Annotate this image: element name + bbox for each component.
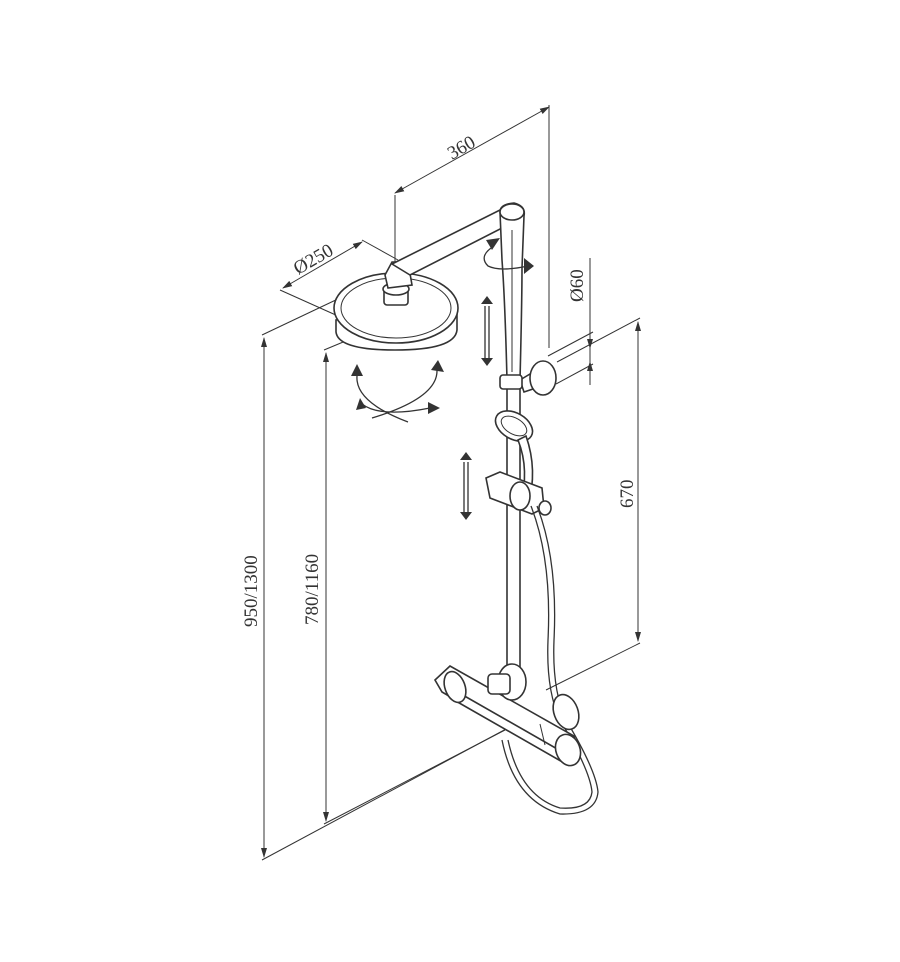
rotation-arrow-icon	[483, 238, 534, 274]
vertical-adjust-arrow-upper-icon	[481, 296, 493, 366]
tilt-arrows-icon	[351, 360, 444, 423]
overhead-shower-head	[333, 261, 459, 351]
thermostatic-mixer	[433, 663, 582, 767]
rail-length-dimension: 670	[545, 317, 641, 691]
total-height-label: 950/1300	[241, 555, 262, 627]
holder-diameter-dimension: Ø60	[547, 258, 594, 385]
riser-rail	[499, 202, 526, 691]
head-height-dimension: 780/1160	[302, 329, 506, 825]
vertical-adjust-arrow-lower-icon	[460, 452, 472, 520]
wall-bracket	[499, 360, 557, 396]
rail-length-label: 670	[617, 480, 638, 509]
head-height-label: 780/1160	[302, 554, 323, 625]
hand-shower-slider	[485, 471, 552, 516]
total-height-dimension: 950/1300	[241, 297, 509, 861]
arm-length-label: 360	[444, 132, 479, 164]
head-diameter-label: Ø250	[290, 240, 337, 279]
holder-diameter-label: Ø60	[567, 269, 588, 302]
